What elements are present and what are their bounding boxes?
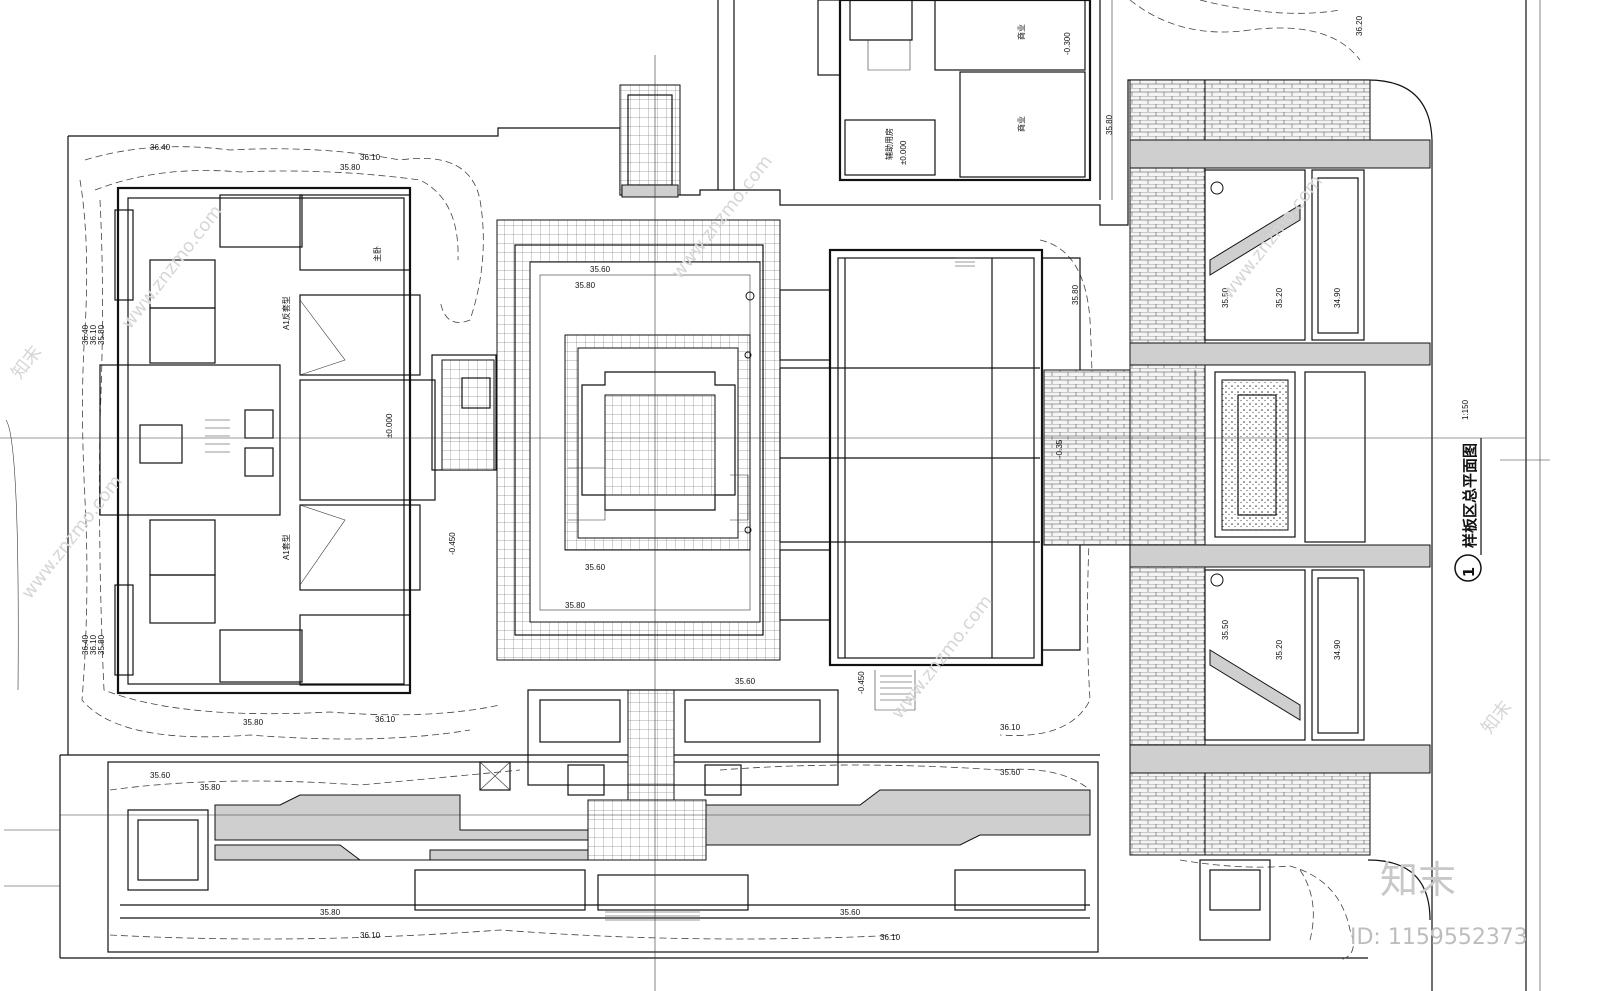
contour-label: 35.80: [575, 281, 596, 290]
contour-label: 35.60: [1000, 768, 1021, 777]
commercial-buildings: [817, 0, 1092, 182]
unit-a1-mirror-label: A1反套型: [281, 296, 291, 330]
watermark-site: www.znzmo.com: [887, 591, 996, 723]
contour-label: 36.40: [81, 324, 90, 345]
contour-label: 34.90: [1333, 287, 1342, 308]
contour-label: 36.10: [89, 324, 98, 345]
drawing-scale: 1:150: [1461, 399, 1470, 420]
id-text: ID: 1159552373: [1350, 925, 1528, 950]
contour-label: 34.90: [1333, 639, 1342, 660]
commercial-label-2: 商业: [1016, 116, 1026, 132]
drawing-title: 样板区总平面图: [1461, 443, 1479, 548]
contour-label: 35.80: [97, 634, 106, 655]
watermark-site: www.znzmo.com: [117, 201, 226, 333]
contour-label: 36.20: [1355, 15, 1364, 36]
contour-label: 35.60: [150, 771, 171, 780]
unit-a1-label: A1套型: [281, 534, 291, 560]
contour-labels: 36.40 36.10 35.80 36.40 36.10 35.80 36.4…: [81, 15, 1364, 942]
contour-label: 36.40: [81, 634, 90, 655]
contour-label: 35.60: [590, 265, 611, 274]
watermark-site: www.znzmo.com: [17, 471, 126, 603]
residential-building: [99, 186, 497, 695]
brand-logo: 知末: [1380, 858, 1456, 902]
contour-label: 35.80: [97, 324, 106, 345]
index-circle: [1454, 554, 1482, 582]
contour-label: 35.80: [340, 163, 361, 172]
contour-label: 35.60: [840, 908, 861, 917]
contour-label: 35.80: [1105, 114, 1114, 135]
watermark-brand: 知末: [1477, 697, 1516, 738]
terrace-level: -0.450: [448, 532, 457, 555]
contour-label: 35.80: [565, 601, 586, 610]
contour-label: 36.10: [1000, 723, 1021, 732]
commercial-floor-level: -0.300: [1063, 32, 1072, 55]
watermark-brand: 知末: [7, 342, 46, 383]
contour-label: 36.10: [360, 931, 381, 940]
contour-label: 35.60: [585, 563, 606, 572]
room-labels: A1反套型 A1套型 主卧 商业 商业 辅助用房 ±0.000 -0.300 ±…: [281, 24, 1072, 694]
contour-label: 35.20: [1275, 287, 1284, 308]
drawing-title-block: 1 样板区总平面图 1:150: [1454, 399, 1482, 582]
central-courtyard: [496, 84, 781, 661]
contour-label: 36.10: [880, 933, 901, 942]
contour-label: 36.10: [360, 153, 381, 162]
contour-label: 35.80: [243, 718, 264, 727]
bedroom-label: 主卧: [372, 246, 382, 262]
axis-lines: [0, 55, 1525, 991]
unit-entry-level: ±0.000: [385, 413, 394, 438]
watermark-site: www.znzmo.com: [1217, 171, 1326, 303]
contour-label: 35.80: [320, 908, 341, 917]
contour-label: 35.50: [1221, 287, 1230, 308]
site-boundary: [4, 0, 1550, 991]
east-road: [1129, 79, 1431, 856]
contour-label: 35.50: [1221, 619, 1230, 640]
contour-label: 35.80: [200, 783, 221, 792]
contour-label: 36.10: [89, 634, 98, 655]
stair-level: -0.450: [857, 671, 866, 694]
contour-label: 35.20: [1275, 639, 1284, 660]
contour-label: 35.60: [735, 677, 756, 686]
contour-label: 36.10: [375, 715, 396, 724]
plaza-level: -0.35: [1055, 439, 1064, 458]
aux-floor-level: ±0.000: [899, 140, 908, 165]
contour-label: 36.40: [150, 143, 171, 152]
south-water-feature: [107, 689, 1271, 953]
auxiliary-room-label: 辅助用房: [884, 128, 894, 160]
contour-label: 35.80: [1071, 284, 1080, 305]
index-number: 1: [1460, 567, 1478, 577]
commercial-label-1: 商业: [1016, 24, 1026, 40]
